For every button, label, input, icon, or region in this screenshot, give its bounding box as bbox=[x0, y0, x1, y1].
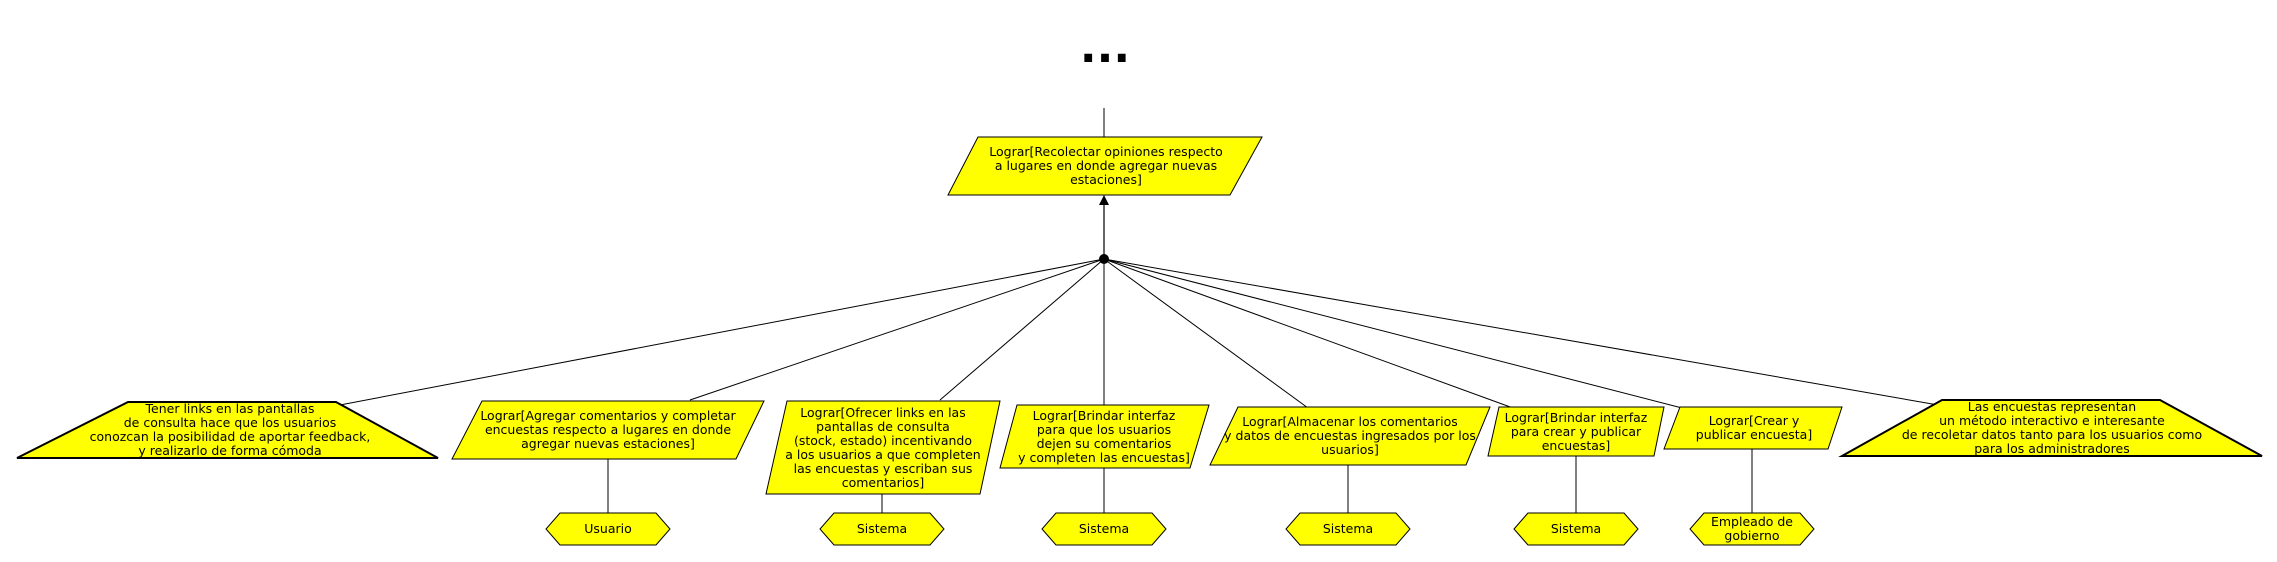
refinement-link-goal-1 bbox=[689, 258, 1105, 401]
refinement-link-goal-4 bbox=[1103, 258, 1309, 409]
goal-6-shape bbox=[1663, 406, 1843, 450]
refinement-link-goal-5 bbox=[1103, 258, 1514, 409]
refinement-link-goal-6 bbox=[1103, 258, 1683, 409]
refinement-link-goal-2 bbox=[939, 258, 1105, 401]
agent-empleado-shape bbox=[1689, 512, 1815, 546]
agent-sistema-2-shape bbox=[1041, 512, 1167, 546]
goal-1-shape bbox=[451, 400, 765, 460]
refinement-link-obstacle-2 bbox=[1103, 258, 1939, 406]
goal-3-shape bbox=[999, 404, 1210, 469]
refinement-link-obstacle-1 bbox=[339, 258, 1105, 406]
goal-2-shape bbox=[765, 400, 1001, 495]
obstacle-2-shape bbox=[1838, 399, 2263, 457]
agent-usuario-shape bbox=[545, 512, 671, 546]
root-goal-shape bbox=[947, 136, 1263, 196]
obstacle-1-shape bbox=[16, 401, 439, 459]
agent-sistema-3-shape bbox=[1285, 512, 1411, 546]
goal-5-shape bbox=[1487, 406, 1665, 457]
agent-sistema-1-shape bbox=[819, 512, 945, 546]
agent-sistema-4-shape bbox=[1513, 512, 1639, 546]
continuation-ellipsis: ... bbox=[1079, 22, 1131, 73]
goal-4-shape bbox=[1209, 406, 1491, 466]
